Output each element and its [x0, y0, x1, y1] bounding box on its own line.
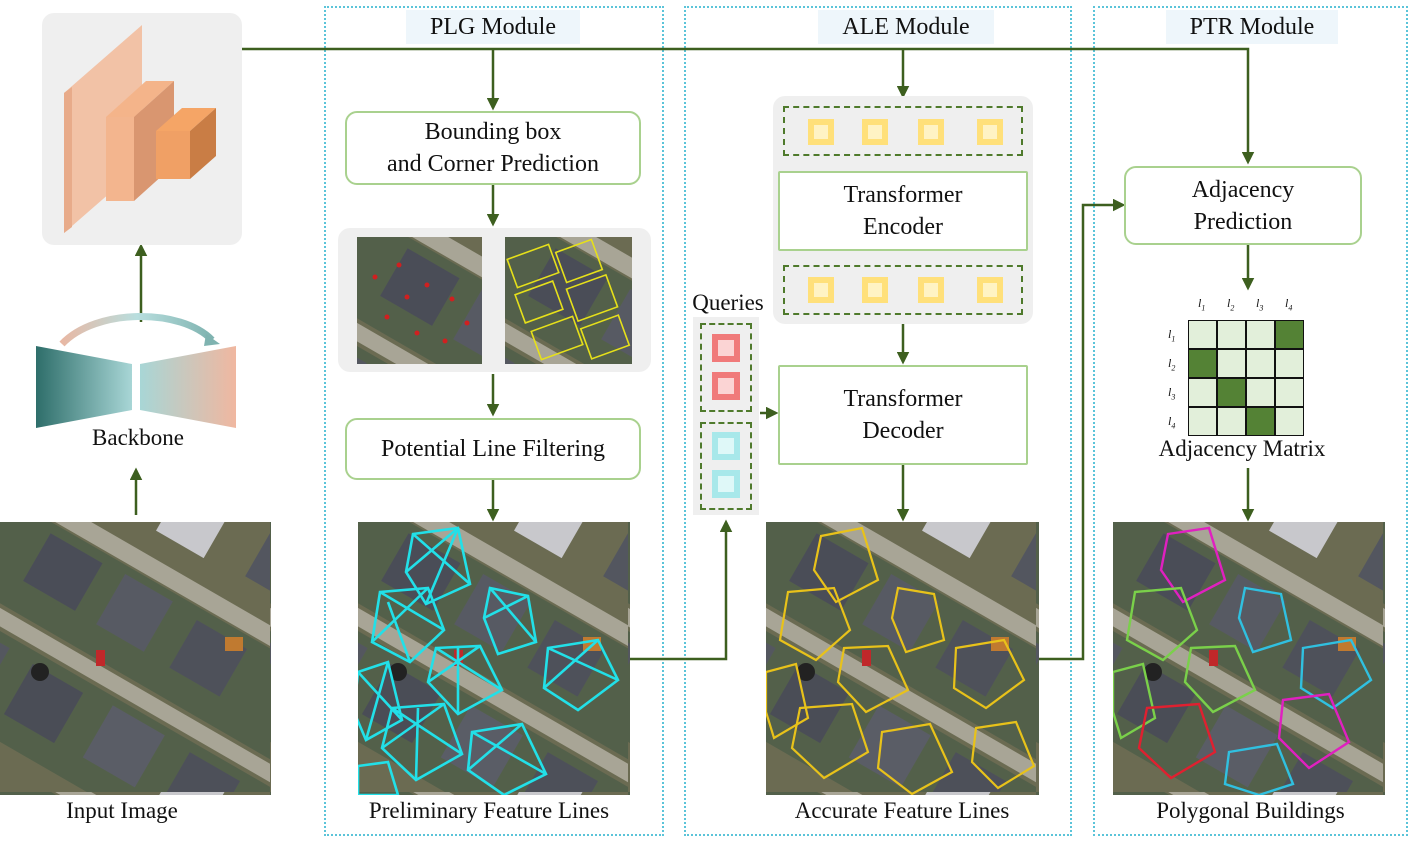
matrix-cell — [1275, 349, 1304, 378]
token-out-4 — [977, 277, 1003, 303]
queries-label: Queries — [692, 290, 764, 315]
adjacency-line1: Adjacency — [1191, 176, 1295, 203]
encoder-input-tokens — [783, 106, 1023, 156]
plg-module-title: PLG Module — [406, 10, 580, 44]
matrix-cell — [1188, 378, 1217, 407]
matrix-cell — [1188, 407, 1217, 436]
ale-module-frame — [684, 6, 1072, 836]
feature-pyramid-icon — [64, 25, 216, 233]
adjacency-line2: Prediction — [1193, 208, 1293, 235]
potential-line-filtering-box: Potential Line Filtering — [345, 418, 641, 480]
token-out-1 — [808, 277, 834, 303]
token-out-3 — [918, 277, 944, 303]
matrix-cell — [1217, 378, 1246, 407]
matrix-row-label: l1 — [1168, 327, 1176, 344]
query-token-red-2 — [712, 372, 740, 400]
polygonal-buildings-caption: Polygonal Buildings — [1156, 798, 1345, 823]
bbox-corner-prediction-box: Bounding box and Corner Prediction — [345, 111, 641, 185]
backbone-icon — [36, 313, 236, 428]
ptr-module-frame — [1093, 6, 1408, 836]
query-token-cyan-2 — [712, 470, 740, 498]
bbox-pred-line1: Bounding box — [424, 119, 562, 145]
matrix-cell — [1246, 407, 1275, 436]
token-in-4 — [977, 119, 1003, 145]
matrix-cell — [1217, 407, 1246, 436]
encoder-line1: Transformer — [843, 182, 963, 208]
decoder-line1: Transformer — [843, 386, 963, 412]
matrix-row-label: l4 — [1168, 414, 1176, 431]
matrix-cell — [1275, 378, 1304, 407]
adjacency-matrix: l1 l2 l3 l4 l1 l2 l3 l4 — [1160, 292, 1310, 438]
token-in-2 — [862, 119, 888, 145]
matrix-cell — [1188, 349, 1217, 378]
plg-module-frame — [324, 6, 664, 836]
bbox-pred-line2: and Corner Prediction — [387, 151, 599, 177]
accurate-feature-lines-caption: Accurate Feature Lines — [794, 798, 1010, 823]
matrix-cell — [1275, 407, 1304, 436]
decoder-line2: Decoder — [862, 418, 944, 444]
matrix-row-label: l2 — [1168, 356, 1176, 373]
matrix-cell — [1246, 320, 1275, 349]
matrix-col-label: l2 — [1227, 296, 1235, 313]
polygonal-buildings-image — [1113, 522, 1385, 795]
queries-group-red — [700, 323, 752, 412]
token-in-3 — [918, 119, 944, 145]
matrix-row-label: l3 — [1168, 385, 1176, 402]
ale-module-title: ALE Module — [818, 10, 994, 44]
corner-detection-image — [357, 237, 482, 364]
token-in-1 — [808, 119, 834, 145]
matrix-cell — [1217, 349, 1246, 378]
bbox-detection-image — [505, 237, 632, 364]
matrix-cell — [1246, 349, 1275, 378]
matrix-cell — [1246, 378, 1275, 407]
matrix-cell — [1188, 320, 1217, 349]
query-token-red-1 — [712, 334, 740, 362]
input-image-caption: Input Image — [66, 798, 178, 823]
preliminary-feature-lines-image — [358, 522, 630, 795]
encoder-output-tokens — [783, 265, 1023, 315]
matrix-col-label: l3 — [1256, 296, 1264, 313]
token-out-2 — [862, 277, 888, 303]
matrix-cell — [1275, 320, 1304, 349]
adjacency-matrix-label: Adjacency Matrix — [1158, 436, 1326, 461]
matrix-col-label: l4 — [1285, 296, 1293, 313]
preliminary-feature-lines-caption: Preliminary Feature Lines — [368, 798, 610, 823]
queries-group-cyan — [700, 422, 752, 510]
matrix-cell — [1217, 320, 1246, 349]
query-token-cyan-1 — [712, 432, 740, 460]
ptr-module-title: PTR Module — [1166, 10, 1338, 44]
input-image — [0, 522, 271, 795]
backbone-label: Backbone — [92, 425, 184, 450]
encoder-line2: Encoder — [863, 214, 943, 240]
matrix-col-label: l1 — [1198, 296, 1206, 313]
accurate-feature-lines-image — [766, 522, 1039, 795]
